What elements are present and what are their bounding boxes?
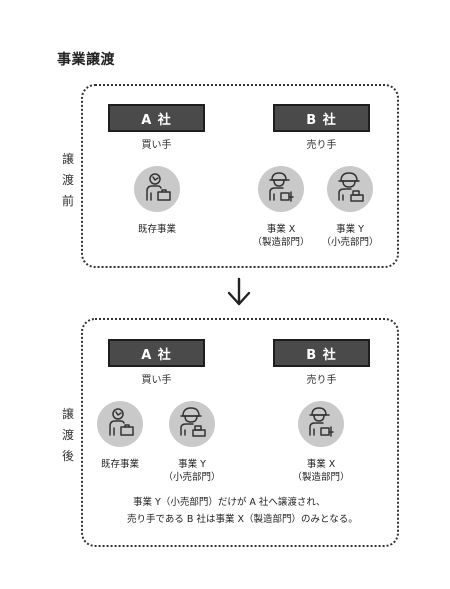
office-worker-icon (134, 166, 180, 212)
business-x-label-after: 事業 X （製造部門） (291, 458, 351, 484)
business-y-name-after: 事業 Y (178, 459, 206, 470)
office-worker-icon-after (97, 401, 143, 447)
factory-worker-icon-after (298, 401, 344, 447)
company-b-box: B 社 (273, 104, 370, 132)
business-x-name-after: 事業 X (306, 459, 336, 470)
down-arrow-icon (227, 277, 251, 306)
business-x-name: 事業 X (266, 224, 296, 235)
business-x-sub-after: （製造部門） (292, 472, 350, 483)
buyer-label: 買い手 (141, 140, 172, 151)
seller-label: 売り手 (306, 140, 337, 151)
after-label: 譲渡後 (61, 407, 74, 463)
business-y-label: 事業 Y （小売部門） (320, 223, 380, 249)
before-label: 譲渡前 (61, 152, 74, 208)
existing-business-label-after: 既存事業 (100, 459, 139, 470)
shop-clerk-icon (327, 166, 373, 212)
summary-note-line-2: 売り手である B 社は事業 X（製造部門）のみとなる。 (127, 514, 358, 525)
summary-note-line-1: 事業 Y（小売部門）だけが A 社へ譲渡され、 (133, 497, 326, 508)
page-title: 事業譲渡 (57, 52, 115, 68)
business-y-name: 事業 Y (336, 224, 364, 235)
business-y-label-after: 事業 Y （小売部門） (162, 458, 222, 484)
business-x-label: 事業 X （製造部門） (251, 223, 311, 249)
company-a-box-after: A 社 (108, 339, 205, 367)
business-x-sub: （製造部門） (252, 237, 310, 248)
before-panel (81, 84, 399, 268)
factory-worker-icon (258, 166, 304, 212)
business-y-sub: （小売部門） (321, 237, 379, 248)
buyer-label-after: 買い手 (141, 375, 172, 386)
after-panel (81, 318, 399, 547)
business-y-sub-after: （小売部門） (163, 472, 221, 483)
existing-business-label: 既存事業 (137, 224, 176, 235)
company-b-box-after: B 社 (273, 339, 370, 367)
company-a-box: A 社 (108, 104, 205, 132)
seller-label-after: 売り手 (306, 375, 337, 386)
shop-clerk-icon-after (169, 401, 215, 447)
